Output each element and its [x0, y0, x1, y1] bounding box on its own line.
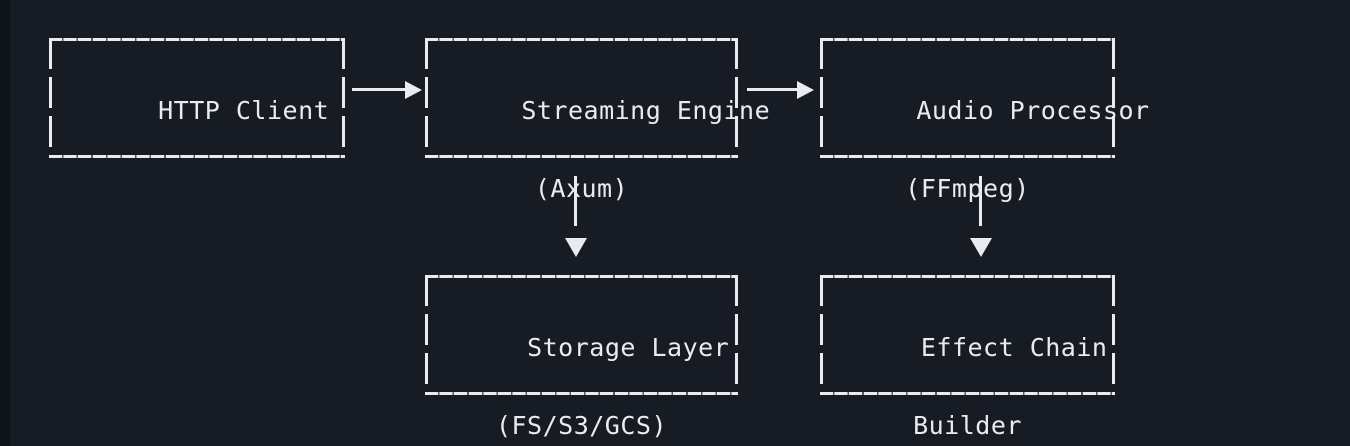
box-border-bottom — [425, 155, 738, 158]
connector-http-client-to-streaming-engine — [352, 78, 422, 102]
box-border-top — [820, 38, 1115, 41]
node-label-line2: (FFmpeg) — [905, 174, 1030, 203]
node-label-line1: Streaming Engine — [521, 96, 771, 125]
arrow-stem — [979, 176, 982, 226]
node-label-group: Audio Processor (FFmpeg) — [823, 52, 1149, 286]
connector-streaming-engine-to-storage-layer — [561, 176, 591, 257]
box-border-bottom — [425, 392, 738, 395]
arrow-down-icon — [565, 238, 587, 257]
arrow-shaft — [352, 88, 405, 91]
arrow-right-icon — [405, 81, 422, 99]
box-border-right — [1112, 38, 1115, 158]
node-streaming-engine[interactable]: Streaming Engine (Axum) — [425, 38, 770, 203]
node-label-group: Effect Chain Builder — [823, 289, 1112, 446]
arrow-down-icon — [970, 238, 992, 257]
box-border-top — [425, 275, 738, 278]
connector-streaming-engine-to-audio-processor — [747, 78, 814, 102]
node-label-line2: Builder — [913, 411, 1022, 440]
box-border-right — [735, 38, 738, 158]
connector-audio-processor-to-effect-chain-builder — [966, 176, 996, 257]
node-http-client[interactable]: HTTP Client — [49, 38, 345, 158]
node-label-line1: HTTP Client — [158, 96, 330, 125]
node-storage-layer[interactable]: Storage Layer (FS/S3/GCS) — [425, 275, 738, 440]
node-audio-processor[interactable]: Audio Processor (FFmpeg) — [820, 38, 1149, 203]
box-border-bottom — [820, 155, 1115, 158]
box-border-right — [342, 38, 345, 158]
node-label-line1: Effect Chain — [920, 333, 1108, 362]
box-border-left — [820, 38, 823, 158]
box-border-left — [425, 38, 428, 158]
node-label-line2: (Axum) — [534, 174, 629, 203]
box-border-top — [820, 275, 1115, 278]
box-border-bottom — [820, 392, 1115, 395]
node-label-group: Storage Layer (FS/S3/GCS) — [428, 289, 735, 446]
node-label-group: Streaming Engine (Axum) — [428, 52, 769, 286]
box-border-left — [49, 38, 52, 158]
box-border-top — [49, 38, 345, 41]
box-border-right — [1112, 275, 1115, 395]
left-gutter — [0, 0, 10, 446]
box-border-right — [735, 275, 738, 395]
box-border-left — [820, 275, 823, 395]
box-border-left — [425, 275, 428, 395]
arrow-right-icon — [797, 81, 814, 99]
node-label-line2: (FS/S3/GCS) — [495, 411, 668, 440]
box-border-bottom — [49, 155, 345, 158]
arrow-shaft — [747, 88, 797, 91]
node-label-line1: Storage Layer — [527, 333, 730, 362]
node-effect-chain-builder[interactable]: Effect Chain Builder — [820, 275, 1115, 440]
arrow-stem — [574, 176, 577, 226]
node-label-line1: Audio Processor — [916, 96, 1150, 125]
node-label-group: HTTP Client — [52, 52, 342, 247]
box-border-top — [425, 38, 738, 41]
